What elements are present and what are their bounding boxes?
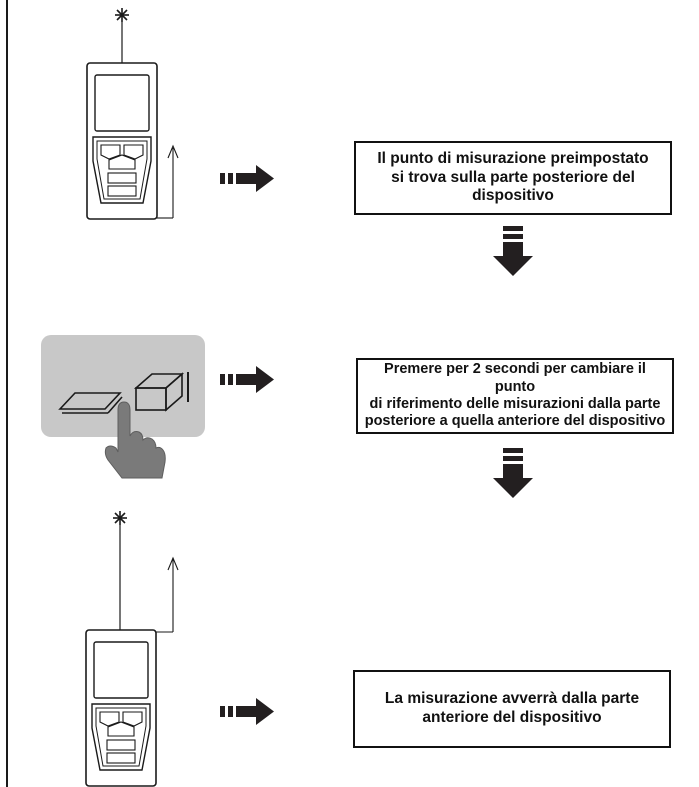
reference-toggle-button-icon [41, 335, 205, 437]
hand-pointer-icon [104, 401, 166, 479]
page-left-border [0, 0, 8, 787]
step2-text: Premere per 2 secondi per cambiare il pu… [364, 361, 666, 430]
step3-illustration [85, 510, 179, 787]
step3-text-box: La misurazione avverrà dalla parte anter… [353, 670, 671, 748]
rangefinder-device-icon [85, 629, 157, 787]
laser-star-icon [114, 7, 130, 23]
step1-illustration [86, 7, 179, 220]
thick-arrow-right-icon [220, 366, 274, 393]
arrow-down-icon [493, 448, 533, 498]
rangefinder-device-icon [86, 62, 158, 220]
laser-star-icon [112, 510, 128, 526]
step3-text: La misurazione avverrà dalla parte anter… [384, 690, 640, 726]
step1-text-box: Il punto di misurazione preimpostato si … [354, 141, 672, 215]
step1-text: Il punto di misurazione preimpostato si … [377, 150, 649, 205]
thick-arrow-right-icon [220, 165, 274, 192]
measure-direction-arrow-icon [157, 144, 179, 219]
measure-direction-arrow-icon [155, 556, 179, 633]
thick-arrow-right-icon [220, 698, 274, 725]
step2-text-box: Premere per 2 secondi per cambiare il pu… [356, 358, 674, 434]
arrow-down-icon [493, 226, 533, 276]
